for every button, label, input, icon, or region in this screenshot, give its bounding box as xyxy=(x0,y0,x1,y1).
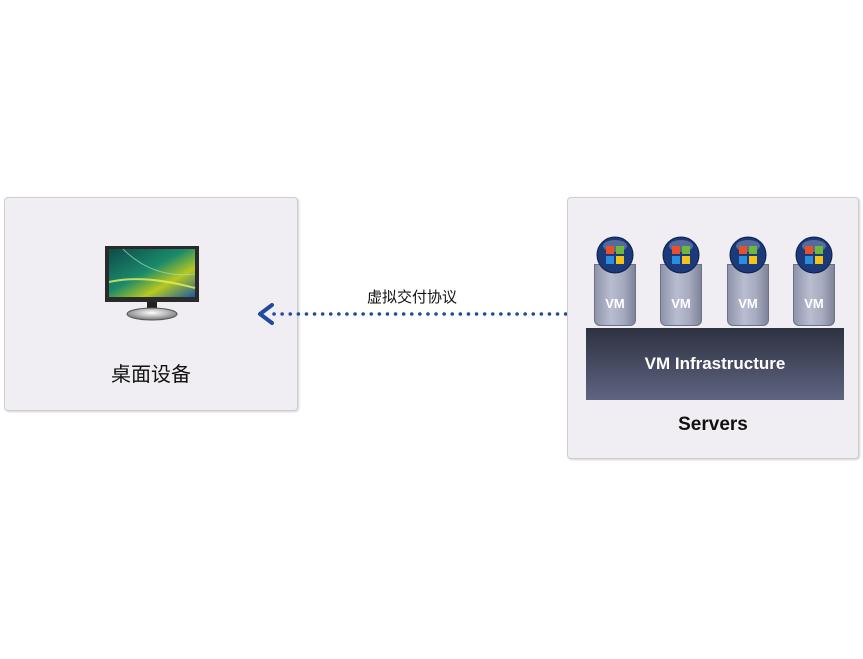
vm-pillar xyxy=(793,264,835,326)
monitor-icon xyxy=(105,246,199,321)
desktop-device-box: 桌面设备 xyxy=(4,197,298,411)
vm-label: VM xyxy=(605,296,625,311)
arrow-head-icon xyxy=(258,303,274,325)
windows-logo-icon xyxy=(596,236,634,274)
protocol-label: 虚拟交付协议 xyxy=(367,288,458,306)
vm-infrastructure-label: VM Infrastructure xyxy=(644,354,786,373)
windows-logo-icon xyxy=(795,236,833,274)
servers-label: Servers xyxy=(678,414,748,435)
servers-box: VM VM VM VM VM Infrastructure xyxy=(567,197,859,459)
protocol-arrow xyxy=(258,303,594,325)
windows-logo-icon xyxy=(662,236,700,274)
desktop-device-label: 桌面设备 xyxy=(111,362,191,386)
windows-logo-icon xyxy=(729,236,767,274)
vm-label: VM xyxy=(671,296,691,311)
vm-label: VM xyxy=(738,296,758,311)
vm-label: VM xyxy=(804,296,824,311)
vm-infrastructure-bar: VM Infrastructure xyxy=(586,328,844,400)
